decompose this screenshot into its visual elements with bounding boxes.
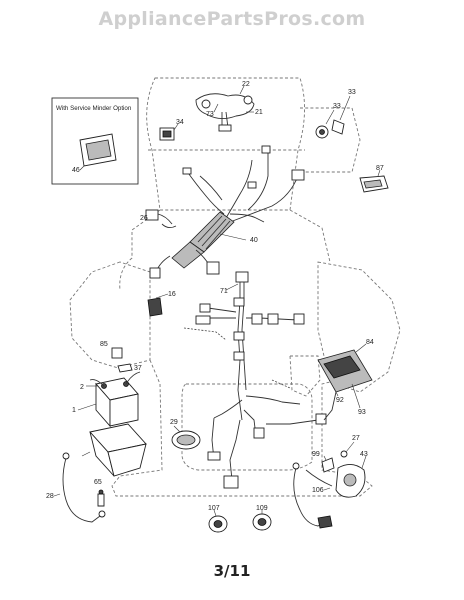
- callout-43: 43: [360, 451, 368, 458]
- callout-16: 16: [168, 291, 176, 298]
- battery-tray: [81, 423, 147, 477]
- callout-84: 84: [366, 339, 374, 346]
- callout-99: 99: [312, 451, 320, 458]
- callout-46: 46: [72, 167, 80, 174]
- callout-65: 65: [94, 479, 102, 486]
- solenoid-29: [171, 425, 201, 450]
- seat-switch-84: [317, 343, 373, 421]
- callout-33-b: 33: [348, 89, 356, 96]
- callout-40: 40: [250, 237, 258, 244]
- pto-clutch-43: [305, 441, 367, 498]
- callout-92: 92: [336, 397, 344, 404]
- callout-27: 27: [352, 435, 360, 442]
- callout-106: 106: [312, 487, 324, 494]
- inset-title: With Service Minder Option: [56, 105, 132, 112]
- callout-85: 85: [100, 341, 108, 348]
- connector-85: [111, 347, 123, 359]
- callout-21: 21: [255, 109, 263, 116]
- ignition-switch-33: [315, 95, 351, 139]
- watermark-text: AppliancePartsPros.com: [98, 8, 366, 30]
- callout-87: 87: [376, 165, 384, 172]
- connector-34: [159, 123, 179, 141]
- hour-meter-icon: [79, 133, 117, 171]
- ground-cable-28: [53, 452, 106, 523]
- headlight-harness: [195, 85, 255, 132]
- callout-2: 2: [80, 384, 84, 391]
- callout-26: 26: [140, 215, 148, 222]
- callout-71: 71: [220, 288, 228, 295]
- callout-34: 34: [176, 119, 184, 126]
- callout-109: 109: [256, 505, 268, 512]
- sensor-109: [252, 510, 272, 531]
- callout-93: 93: [358, 409, 366, 416]
- callout-33-a: 33: [333, 103, 341, 110]
- callout-22: 22: [242, 81, 250, 88]
- main-harness-40: [149, 145, 305, 279]
- sensor-107: [208, 509, 228, 533]
- lower-cable: [292, 462, 333, 529]
- service-minder-inset: With Service Minder Option 46: [51, 97, 139, 185]
- seat-harness: [207, 379, 327, 489]
- rear-harness-71: [183, 271, 305, 421]
- callout-1: 1: [72, 407, 76, 414]
- callout-107: 107: [208, 505, 220, 512]
- relay-87: [359, 169, 389, 193]
- bolt-65: [97, 489, 105, 507]
- callout-73: 73: [206, 111, 214, 118]
- switch-16: [147, 293, 169, 317]
- page-number: 3/11: [213, 562, 251, 580]
- battery-1: [77, 371, 141, 428]
- connector-26: [145, 209, 173, 225]
- callout-29: 29: [170, 419, 178, 426]
- bolt-37: [117, 363, 133, 373]
- callout-37: 37: [134, 365, 142, 372]
- callout-28: 28: [46, 493, 54, 500]
